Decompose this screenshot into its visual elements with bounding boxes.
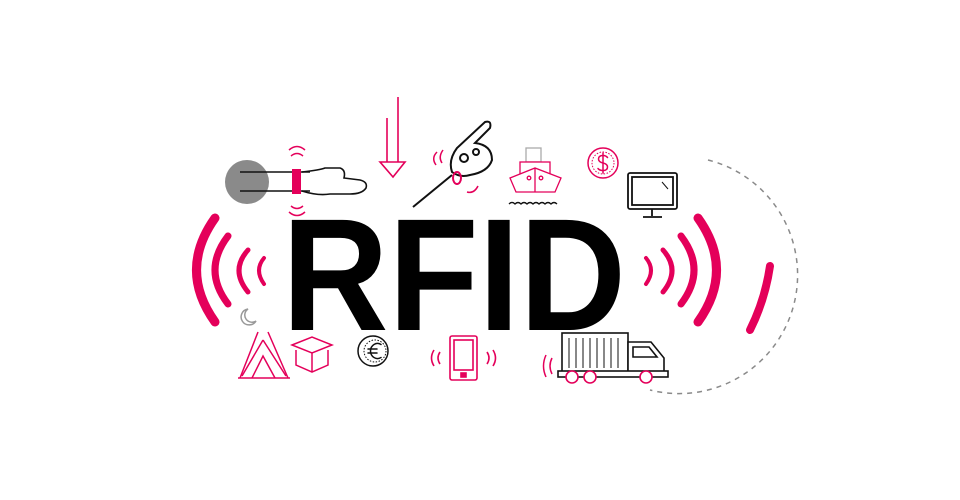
box-icon: [289, 336, 335, 373]
monitor-icon: [627, 172, 678, 218]
down-arrow-icon: [378, 97, 407, 179]
left-signal-waves: [192, 213, 266, 327]
cargo-ship-icon: [508, 147, 562, 205]
euro-coin-icon: [357, 335, 389, 367]
scanner-circle-icon: [225, 160, 269, 204]
wrist-tag-hand-icon: [225, 145, 368, 217]
pointing-hand-icon: [412, 120, 494, 208]
moon-icon: [240, 308, 257, 326]
right-signal-waves: [644, 213, 774, 334]
dollar-sign-glyph: [597, 152, 609, 174]
smartphone-icon: [430, 335, 497, 381]
truck-icon: [542, 332, 669, 384]
euro-sign-glyph: [367, 342, 382, 360]
tent-icon: [238, 331, 290, 379]
dollar-coin-icon: [587, 147, 619, 179]
